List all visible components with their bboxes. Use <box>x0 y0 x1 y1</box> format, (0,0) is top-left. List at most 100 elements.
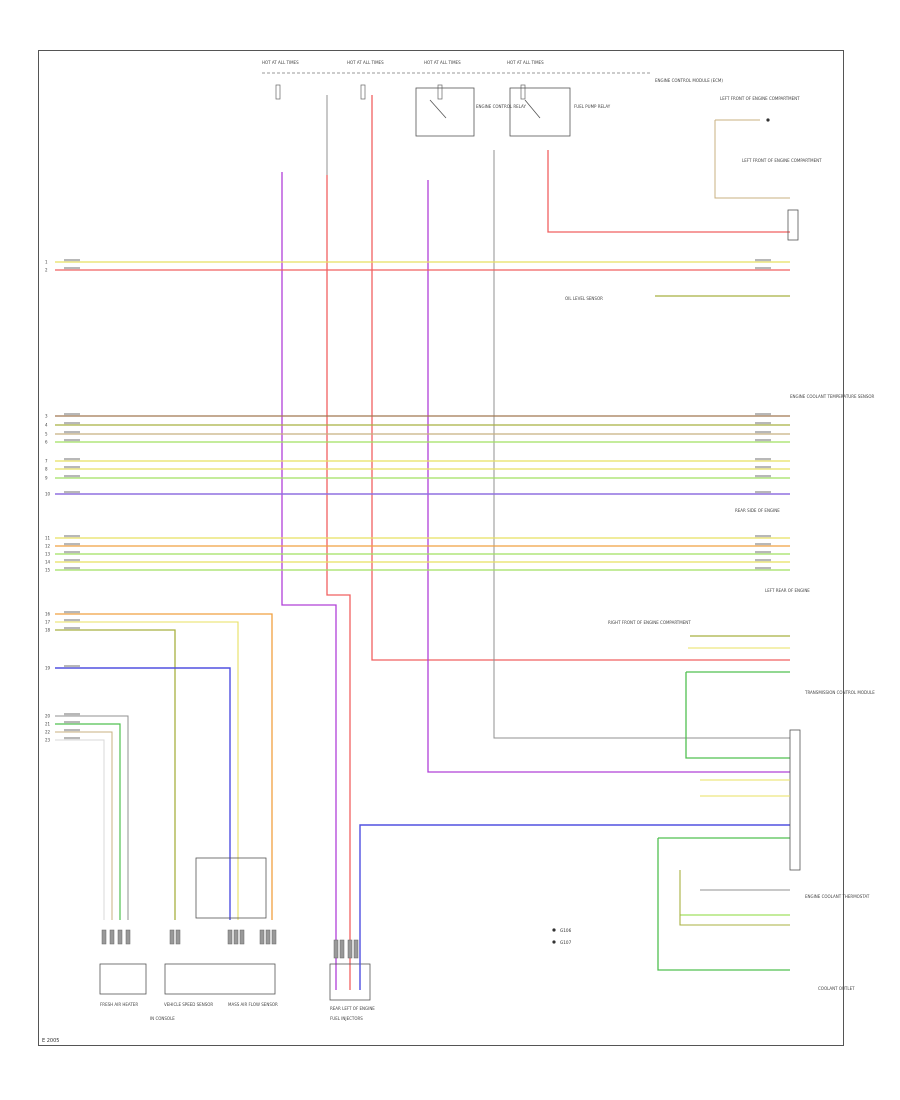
left-pin-number-2: 2 <box>45 268 48 273</box>
wire-32 <box>55 731 113 920</box>
sensor-bracket <box>195 857 267 919</box>
connector-pin-lower-2 <box>339 939 345 959</box>
module-connector-top <box>787 209 799 241</box>
label-ecm-top: ENGINE CONTROL MODULE (ECM) <box>655 78 723 83</box>
relay-switch-icon <box>429 99 447 119</box>
legend-dot-g107 <box>552 940 556 944</box>
fuse-label-1: HOT AT ALL TIMES <box>262 60 299 65</box>
component-box-right <box>329 963 371 1001</box>
wire-tag-lower-left-4 <box>64 665 80 668</box>
connector-pin-10 <box>259 929 265 945</box>
label-mass-air-flow: MASS AIR FLOW SENSOR <box>228 1002 278 1007</box>
fuse-label-2: HOT AT ALL TIMES <box>347 60 384 65</box>
connector-pin-2 <box>109 929 115 945</box>
wire-tag-left-14 <box>64 559 80 562</box>
wire-tag-right-7 <box>755 458 771 461</box>
component-box-left <box>99 963 147 995</box>
wire-tag-right-6 <box>755 439 771 442</box>
wire-33 <box>55 739 105 920</box>
relay-fuel-pump <box>509 87 571 137</box>
wire-31 <box>55 723 121 920</box>
relay-label-fuel-pump: FUEL PUMP RELAY <box>574 104 611 109</box>
left-pin-number-14: 14 <box>45 560 51 565</box>
connector-pin-1 <box>101 929 107 945</box>
wire-tag-lower-left-1 <box>64 611 80 614</box>
wire-4 <box>371 95 790 661</box>
relay-label-engine-control: ENGINE CONTROL RELAY <box>476 104 526 109</box>
label-in-console: IN CONSOLE <box>150 1016 175 1021</box>
wire-tag-left-15 <box>64 567 80 570</box>
left-pin-number-11: 11 <box>45 536 51 541</box>
left-pin-number-17: 17 <box>45 620 51 625</box>
fuse-icon <box>360 84 366 100</box>
wire-tag-lower-left-7 <box>64 729 80 732</box>
left-pin-number-21: 21 <box>45 722 51 727</box>
label-rear-left-engine: REAR LEFT OF ENGINE <box>330 1006 375 1011</box>
wire-tag-right-15 <box>755 567 771 570</box>
wire-tag-left-8 <box>64 466 80 469</box>
left-pin-number-3: 3 <box>45 414 48 419</box>
label-left-front-2: LEFT FRONT OF ENGINE COMPARTMENT <box>742 158 822 163</box>
left-pin-number-10: 10 <box>45 492 51 497</box>
wire-tag-left-2 <box>64 267 80 270</box>
connector-pin-7 <box>227 929 233 945</box>
left-pin-number-22: 22 <box>45 730 51 735</box>
wire-7 <box>547 150 790 233</box>
wire-30 <box>55 715 129 920</box>
connector-pin-9 <box>239 929 245 945</box>
wire-27 <box>55 621 239 920</box>
wire-29 <box>55 667 231 920</box>
component-box-mid <box>164 963 276 995</box>
label-coolant-outlet: COOLANT OUTLET <box>818 986 855 991</box>
wire-tag-left-12 <box>64 543 80 546</box>
label-fresh-air-heater: FRESH AIR HEATER <box>100 1002 138 1007</box>
left-pin-number-8: 8 <box>45 467 48 472</box>
wire-tag-right-9 <box>755 475 771 478</box>
label-left-rear-engine: LEFT REAR OF ENGINE <box>765 588 810 593</box>
wire-tag-left-3 <box>64 413 80 416</box>
wire-tag-lower-left-2 <box>64 619 80 622</box>
wire-3 <box>326 175 351 990</box>
wire-tag-right-2 <box>755 267 771 270</box>
left-pin-number-18: 18 <box>45 628 51 633</box>
wire-tag-left-7 <box>64 458 80 461</box>
label-fuel-injectors: FUEL INJECTORS <box>330 1016 363 1021</box>
fuse-label-4: HOT AT ALL TIMES <box>507 60 544 65</box>
wire-1 <box>281 172 337 990</box>
legend-dot-g106 <box>552 928 556 932</box>
wire-5 <box>427 180 790 773</box>
diagram-frame <box>38 50 844 1046</box>
connector-pin-12 <box>271 929 277 945</box>
wire-tag-right-13 <box>755 551 771 554</box>
fuse-icon <box>275 84 281 100</box>
left-pin-number-15: 15 <box>45 568 51 573</box>
wire-tag-right-12 <box>755 543 771 546</box>
wire-40 <box>679 870 790 926</box>
label-coolant-thermostat: ENGINE COOLANT THERMOSTAT <box>805 894 870 899</box>
left-pin-number-7: 7 <box>45 459 48 464</box>
left-pin-number-16: 16 <box>45 612 51 617</box>
wire-6 <box>493 150 790 739</box>
connector-pin-4 <box>125 929 131 945</box>
wire-tag-right-11 <box>755 535 771 538</box>
wire-tag-left-11 <box>64 535 80 538</box>
connector-pin-lower-3 <box>347 939 353 959</box>
fuse-icon <box>520 84 526 100</box>
left-pin-number-6: 6 <box>45 440 48 445</box>
wire-tag-right-10 <box>755 491 771 494</box>
wire-tag-left-13 <box>64 551 80 554</box>
page-id-label: E 2005 <box>42 1038 60 1044</box>
wire-8 <box>714 120 790 199</box>
left-pin-number-9: 9 <box>45 476 48 481</box>
connector-pin-8 <box>233 929 239 945</box>
left-pin-number-23: 23 <box>45 738 51 743</box>
connector-pin-lower-4 <box>353 939 359 959</box>
label-coolant-temp-sensor: ENGINE COOLANT TEMPERATURE SENSOR <box>790 394 875 399</box>
wire-tag-lower-left-5 <box>64 713 80 716</box>
connector-pin-11 <box>265 929 271 945</box>
splice-dot-top-right <box>766 118 770 122</box>
relay-engine-control <box>415 87 475 137</box>
wire-35 <box>685 672 790 759</box>
label-rear-side-engine: REAR SIDE OF ENGINE <box>735 508 780 513</box>
